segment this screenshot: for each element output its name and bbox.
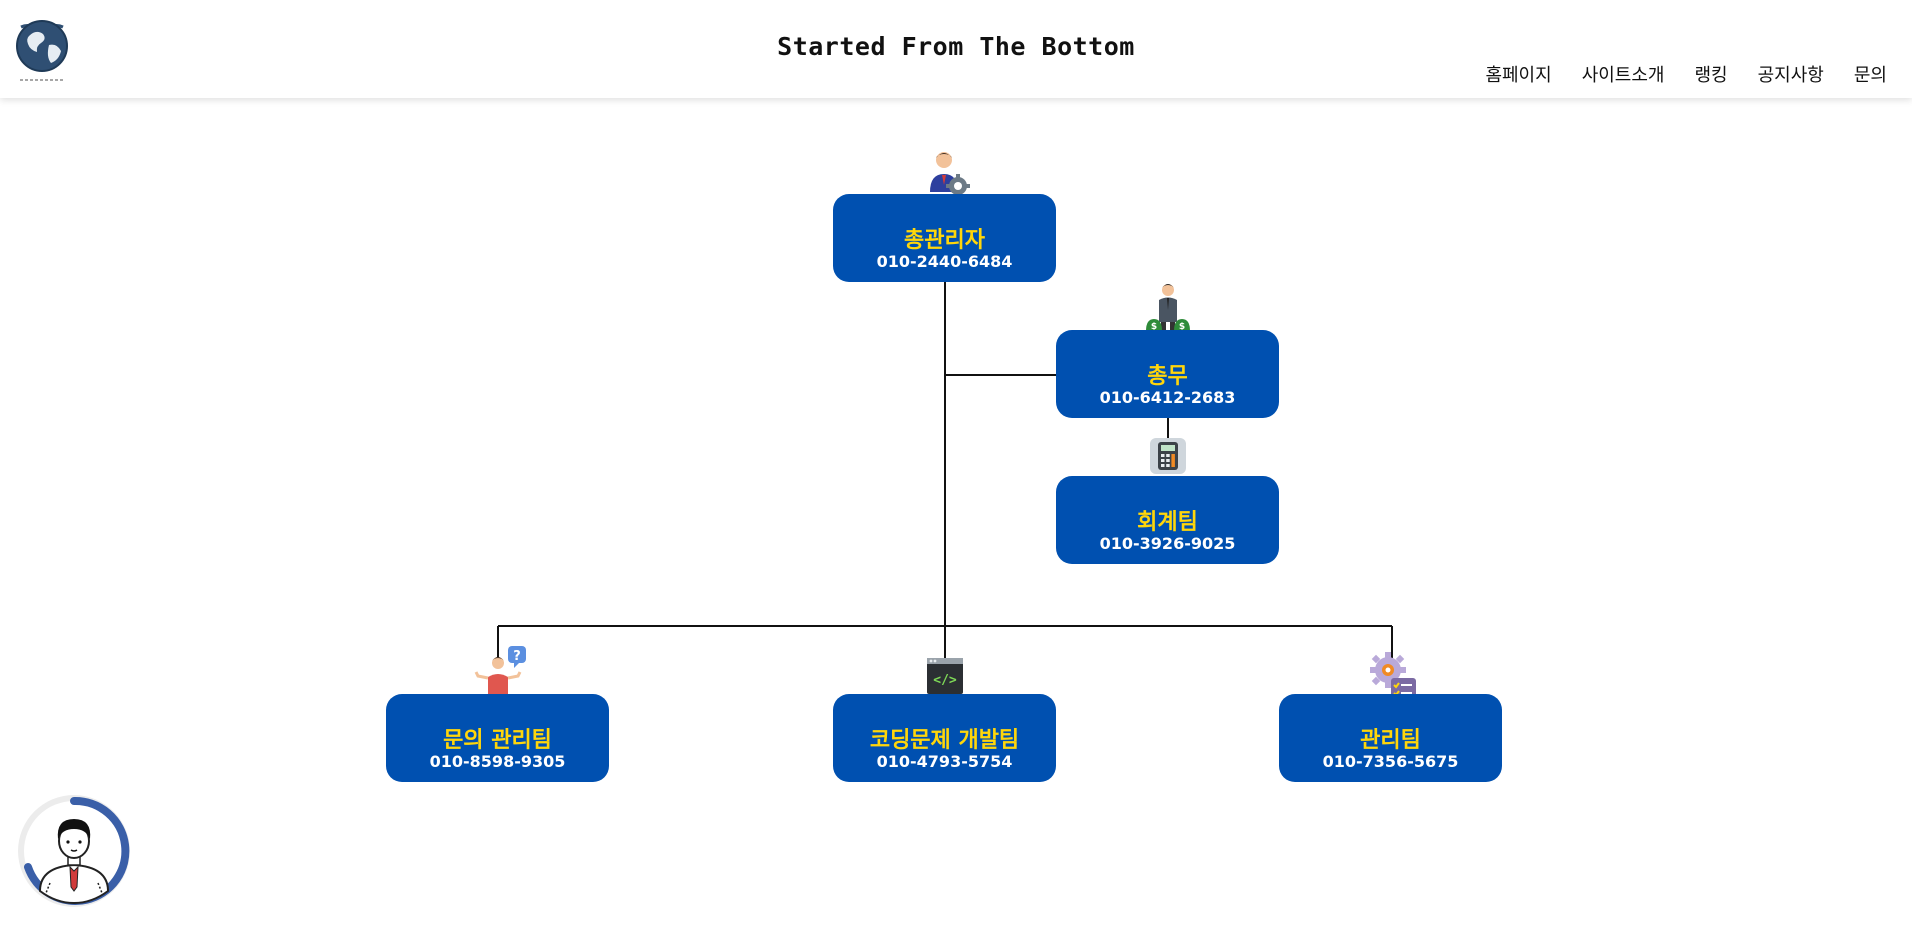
question-person-icon: ? (474, 645, 528, 699)
svg-text:$: $ (1151, 322, 1157, 332)
org-node-coding-team[interactable]: 코딩문제 개발팀 010-4793-5754 (833, 694, 1056, 782)
calculator-icon (1149, 437, 1187, 479)
org-node-admin-team[interactable]: 관리팀 010-7356-5675 (1279, 694, 1502, 782)
org-node-root-name: 총관리자 (904, 228, 985, 253)
businessman-money-bags-icon: $ $ (1144, 282, 1192, 336)
org-node-admin-team-phone: 010-7356-5675 (1322, 752, 1459, 771)
org-node-inquiry-team-name: 문의 관리팀 (443, 728, 552, 753)
svg-text:$: $ (1179, 322, 1185, 332)
globe-logo-icon[interactable] (12, 12, 72, 84)
nav-about[interactable]: 사이트소개 (1581, 65, 1665, 86)
admin-gear-person-icon (924, 148, 972, 200)
user-avatar-icon[interactable] (16, 793, 132, 909)
nav-notice[interactable]: 공지사항 (1757, 65, 1824, 86)
nav-inquiry[interactable]: 문의 (1853, 65, 1887, 86)
main-nav: 홈페이지 사이트소개 랭킹 공지사항 문의 (1485, 61, 1887, 87)
nav-ranking[interactable]: 랭킹 (1694, 65, 1728, 86)
site-header: Started From The Bottom 홈페이지 사이트소개 랭킹 공지… (0, 0, 1912, 98)
svg-text:?: ? (513, 649, 521, 664)
org-node-coding-team-name: 코딩문제 개발팀 (869, 728, 1020, 753)
org-node-inquiry-team[interactable]: 문의 관리팀 010-8598-9305 (386, 694, 609, 782)
org-node-inquiry-team-phone: 010-8598-9305 (429, 752, 566, 771)
org-node-accounting-phone: 010-3926-9025 (1099, 534, 1236, 553)
code-window-icon: </> (926, 657, 964, 699)
org-node-admin-team-name: 관리팀 (1360, 728, 1421, 753)
org-node-general-affairs-phone: 010-6412-2683 (1099, 388, 1236, 407)
org-node-root[interactable]: 총관리자 010-2440-6484 (833, 194, 1056, 282)
svg-text:</>: </> (933, 673, 957, 688)
nav-home[interactable]: 홈페이지 (1485, 65, 1552, 86)
org-node-accounting[interactable]: 회계팀 010-3926-9025 (1056, 476, 1279, 564)
org-node-general-affairs-name: 총무 (1147, 364, 1188, 389)
org-node-general-affairs[interactable]: 총무 010-6412-2683 (1056, 330, 1279, 418)
site-title[interactable]: Started From The Bottom (777, 32, 1135, 61)
org-node-accounting-name: 회계팀 (1137, 510, 1198, 535)
org-node-coding-team-phone: 010-4793-5754 (876, 752, 1013, 771)
org-node-root-phone: 010-2440-6484 (876, 252, 1013, 271)
